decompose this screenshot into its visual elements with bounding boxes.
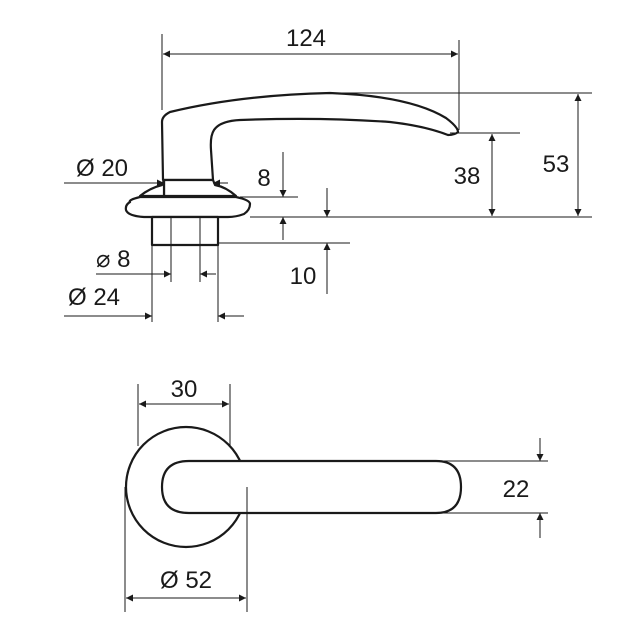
label-handle-drop: 38 <box>454 163 481 190</box>
label-length: 124 <box>286 25 326 52</box>
label-base-diameter: Ø 24 <box>68 284 120 311</box>
front-view: 30 22 Ø 52 <box>124 376 548 612</box>
rosette-collar-left <box>138 178 166 198</box>
label-rose-width: 30 <box>171 376 198 403</box>
label-grip-width: 22 <box>503 476 530 503</box>
side-view: 124 53 38 Ø 20 8 10 ⌀ 8 Ø 24 <box>64 25 592 322</box>
spindle-neck <box>150 215 220 247</box>
lever-side-profile <box>160 91 460 182</box>
label-neck-height: 10 <box>290 263 317 290</box>
rosette-collar <box>162 178 238 198</box>
label-overall-height: 53 <box>543 151 570 178</box>
rose-plate <box>124 195 252 219</box>
label-rose-thickness: 8 <box>257 165 270 192</box>
label-square-spindle: ⌀ 8 <box>96 246 130 273</box>
label-rosette-diameter: Ø 20 <box>76 155 128 182</box>
lever-grip-front <box>160 459 463 515</box>
label-rose-diameter: Ø 52 <box>160 567 212 594</box>
